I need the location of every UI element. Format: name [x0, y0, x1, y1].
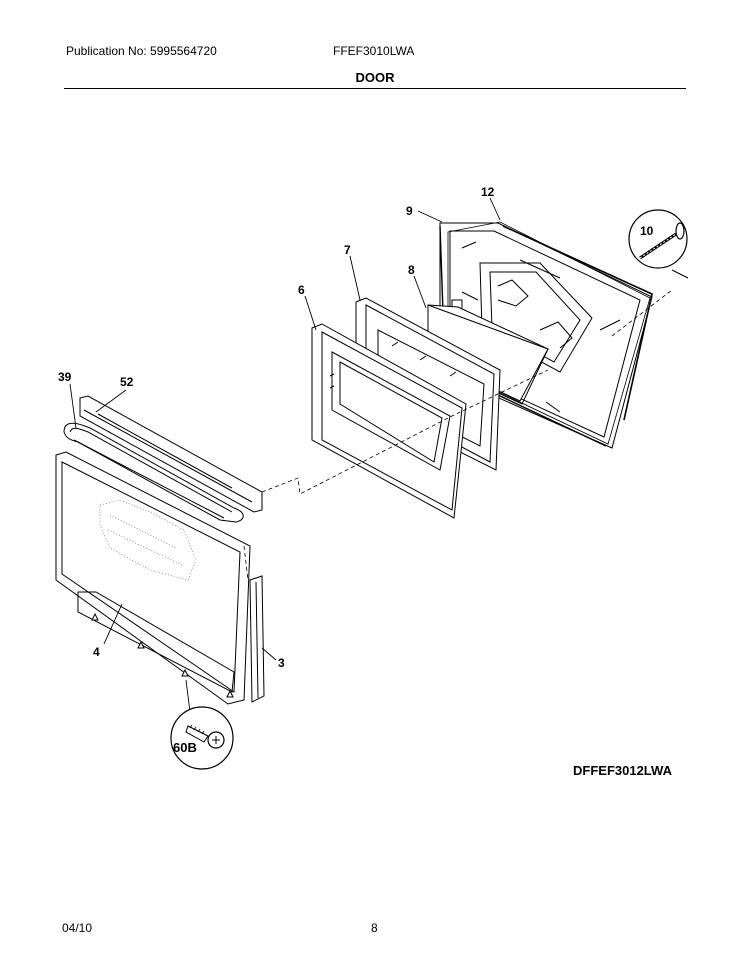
- assembly-guide-lines: [243, 289, 673, 581]
- callout-9: 9: [406, 204, 413, 218]
- callout-bubble-60b: [170, 706, 234, 770]
- model-number: FFEF3010LWA: [333, 44, 415, 58]
- footer-date: 04/10: [62, 921, 93, 935]
- part-top-trim: [79, 395, 263, 513]
- callout-4: 4: [93, 645, 100, 659]
- header-rule: [64, 88, 686, 89]
- publication-number: Publication No: 5995564720: [66, 44, 217, 58]
- callout-6: 6: [298, 283, 305, 297]
- callout-39: 39: [58, 370, 72, 384]
- page-number: 8: [371, 921, 378, 935]
- window-dot-pattern: [99, 499, 197, 581]
- callout-bubble-10: [628, 209, 689, 279]
- callout-52: 52: [120, 375, 134, 389]
- callout-7: 7: [344, 243, 351, 257]
- callout-8: 8: [408, 263, 415, 277]
- callout-10: 10: [640, 224, 654, 238]
- diagram-id-label: DFFEF3012LWA: [573, 763, 672, 778]
- part-window-frame: [311, 323, 467, 519]
- section-title: DOOR: [355, 70, 395, 85]
- screw-marks: [91, 612, 234, 698]
- callout-12: 12: [481, 185, 495, 199]
- callout-60b: 60B: [173, 740, 197, 755]
- callout-3: 3: [278, 656, 285, 670]
- part-side-trim: [249, 575, 265, 703]
- part-door-handle: [63, 422, 244, 523]
- leader-lines: [69, 197, 501, 713]
- part-outer-door-panel: [55, 451, 251, 705]
